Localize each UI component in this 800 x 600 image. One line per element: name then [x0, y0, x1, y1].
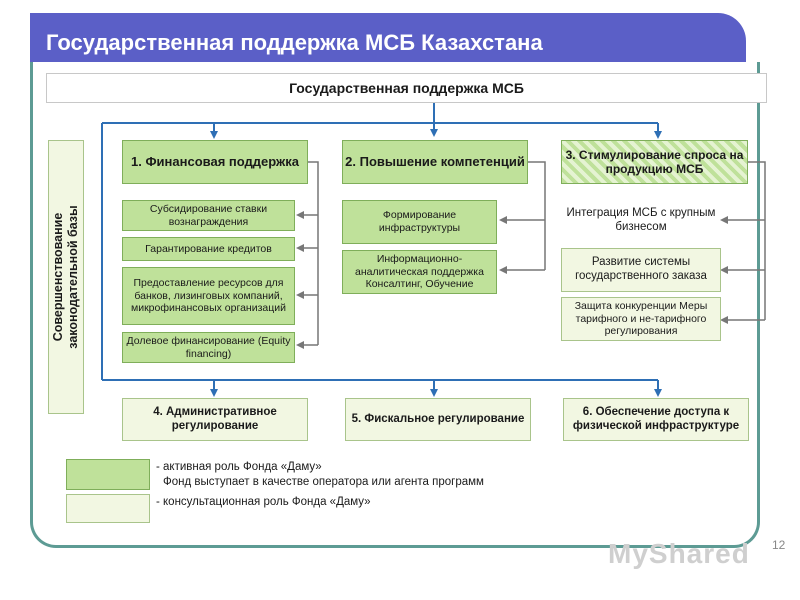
col3-item-big-business-integration: Интеграция МСБ с крупным бизнесом — [566, 207, 716, 233]
page-number: 12 — [772, 538, 786, 552]
col2-header-competencies: 2. Повышение компетенций — [342, 140, 528, 184]
legend-active-line1: - активная роль Фонда «Даму» — [156, 461, 322, 473]
legend-consult-text: - консультационная роль Фонда «Даму» — [156, 496, 371, 508]
col1-item-equity-financing: Долевое финансирование (Equity financing… — [122, 332, 295, 363]
col3-item-competition-protection: Защита конкуренции Меры тарифного и не-т… — [561, 297, 721, 341]
watermark-logo: MyShared — [608, 538, 750, 569]
bottom-physical-infrastructure-access: 6. Обеспечение доступа к физической инфр… — [563, 398, 749, 441]
col2-item-analytics-consulting: Информационно-аналитическая поддержка Ко… — [342, 250, 497, 294]
legend-active-text: - активная роль Фонда «Даму» Фонд выступ… — [156, 460, 484, 490]
col3-item-state-procurement: Развитие системы государственного заказа — [561, 248, 721, 292]
col2-item-infrastructure: Формирование инфраструктуры — [342, 200, 497, 244]
legislation-label-line1: Совершенствование — [51, 212, 65, 342]
bottom-administrative-regulation: 4. Административное регулирование — [122, 398, 308, 441]
bracket-col3 — [748, 161, 766, 320]
col1-item-bank-resources: Предоставление ресурсов для банков, лизи… — [122, 267, 295, 325]
col1-header-financial-support: 1. Финансовая поддержка — [122, 140, 308, 184]
bottom-fiscal-regulation: 5. Фискальное регулирование — [345, 398, 531, 441]
slide-title: Государственная поддержка МСБ Казахстана — [46, 30, 543, 55]
col1-item-rate-subsidy: Субсидирование ставки вознаграждения — [122, 200, 295, 231]
col3-header-demand-stimulation: 3. Стимулирование спроса на продукцию МС… — [561, 140, 748, 184]
legend-active-line2: Фонд выступает в качестве оператора или … — [163, 475, 484, 488]
bracket-col1 — [308, 161, 319, 345]
legend-swatch-consult — [66, 494, 150, 523]
bracket-col2 — [527, 161, 546, 270]
legislation-label-line2: законодательной базы — [66, 205, 80, 349]
legend-swatch-active — [66, 459, 150, 490]
banner-state-support: Государственная поддержка МСБ — [46, 73, 767, 103]
col1-item-loan-guarantee: Гарантирование кредитов — [122, 237, 295, 261]
